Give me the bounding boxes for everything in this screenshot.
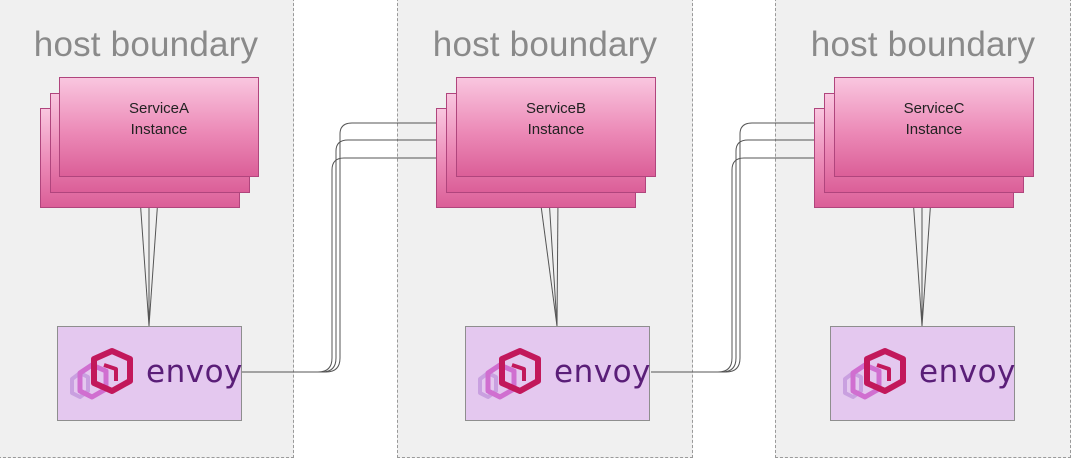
wire-bc-2 bbox=[651, 139, 815, 373]
wire-ab-1 bbox=[242, 157, 437, 373]
service-c-instance: ServiceC Instance bbox=[834, 77, 1034, 177]
envoy-logo-icon bbox=[843, 348, 906, 400]
envoy-proxy-b: envoy bbox=[465, 326, 650, 421]
wire-bc-1 bbox=[651, 157, 815, 373]
wire-b-2 bbox=[548, 197, 558, 327]
service-a-name: ServiceA bbox=[128, 100, 190, 117]
wire-c-1 bbox=[912, 197, 923, 327]
service-b-instance: ServiceB Instance bbox=[456, 77, 656, 177]
envoy-logo-icon bbox=[478, 348, 541, 400]
host-boundary-label: host boundary bbox=[810, 25, 1036, 64]
envoy-logo-icon bbox=[70, 348, 133, 400]
service-c-subtitle: Instance bbox=[905, 121, 963, 138]
envoy-proxy-a: envoy bbox=[57, 326, 242, 421]
wire-b-3 bbox=[556, 197, 559, 327]
host-boundary-label: host boundary bbox=[33, 25, 259, 64]
wire-bc-3 bbox=[651, 122, 815, 373]
wire-ab-3 bbox=[242, 122, 437, 373]
envoy-proxy-c: envoy bbox=[830, 326, 1015, 421]
service-b-name: ServiceB bbox=[525, 100, 587, 117]
envoy-label: envoy bbox=[146, 354, 243, 390]
wire-b-1 bbox=[539, 197, 558, 327]
host-boundary-label: host boundary bbox=[432, 25, 658, 64]
service-b-subtitle: Instance bbox=[527, 121, 585, 138]
wire-a-1 bbox=[139, 197, 150, 327]
envoy-label: envoy bbox=[554, 354, 651, 390]
service-a-instance: ServiceA Instance bbox=[59, 77, 259, 177]
envoy-label: envoy bbox=[919, 354, 1016, 390]
wire-ab-2 bbox=[242, 139, 437, 373]
connection-lines bbox=[139, 122, 932, 373]
wire-a-3 bbox=[148, 197, 159, 327]
service-a-subtitle: Instance bbox=[130, 121, 188, 138]
wire-c-3 bbox=[921, 197, 932, 327]
service-c-name: ServiceC bbox=[903, 100, 965, 117]
